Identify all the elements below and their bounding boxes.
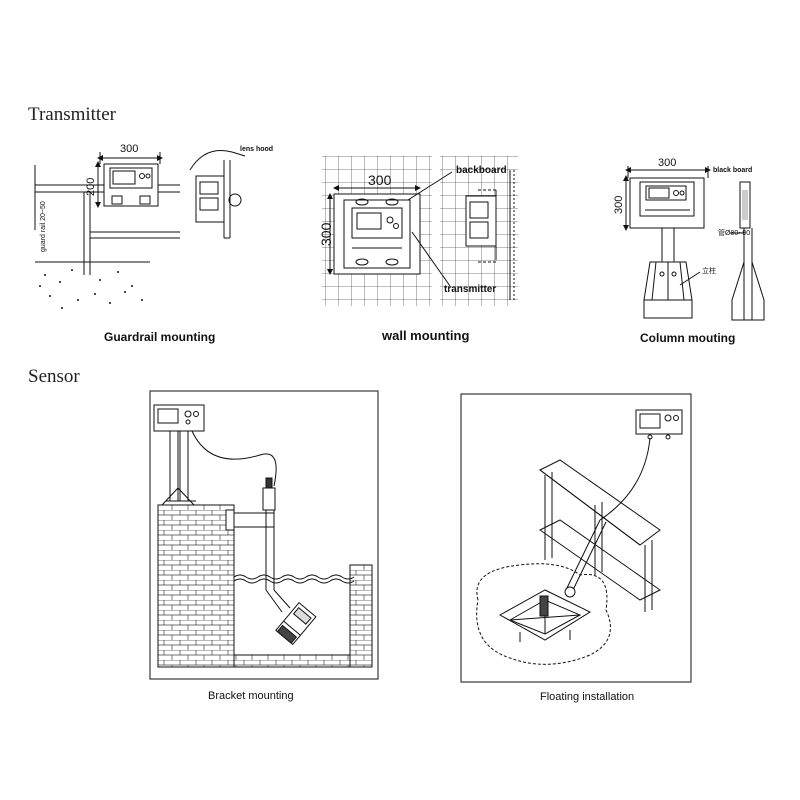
- floating-installation-diagram: [460, 393, 692, 683]
- floating-installation-caption: Floating installation: [540, 691, 635, 703]
- column-board-label: black board: [713, 167, 753, 174]
- guardrail-rail-label: guard rail 20~50: [40, 201, 47, 252]
- guardrail-height-dimension: 200: [85, 177, 97, 196]
- column-pipe-label: 管Ø80~90: [718, 230, 751, 237]
- wall-height-dimension: 300: [318, 222, 334, 246]
- wall-mounting-caption: wall mounting: [382, 328, 470, 343]
- wall-width-dimension: 300: [368, 172, 392, 188]
- bracket-mounting-caption: Bracket mounting: [208, 690, 294, 702]
- column-width-dimension: 300: [658, 157, 677, 169]
- wall-mounting-diagram: [322, 156, 518, 306]
- guardrail-hood-label: lens hood: [240, 146, 274, 153]
- wall-transmitter-label: transmitter: [444, 284, 497, 295]
- guardrail-mounting-caption: Guardrail mounting: [104, 330, 216, 344]
- guardrail-mounting-diagram: [34, 150, 246, 309]
- column-post-label: 立柱: [702, 268, 716, 275]
- wall-backboard-label: backboard: [456, 165, 507, 176]
- guardrail-width-dimension: 300: [120, 143, 139, 155]
- sensor-section-title: Sensor: [28, 366, 80, 387]
- column-height-dimension: 300: [613, 195, 625, 214]
- column-mounting-caption: Column mouting: [640, 331, 736, 345]
- column-mounting-diagram: [623, 166, 765, 321]
- bracket-mounting-diagram: [149, 390, 379, 680]
- transmitter-section-title: Transmitter: [28, 104, 116, 125]
